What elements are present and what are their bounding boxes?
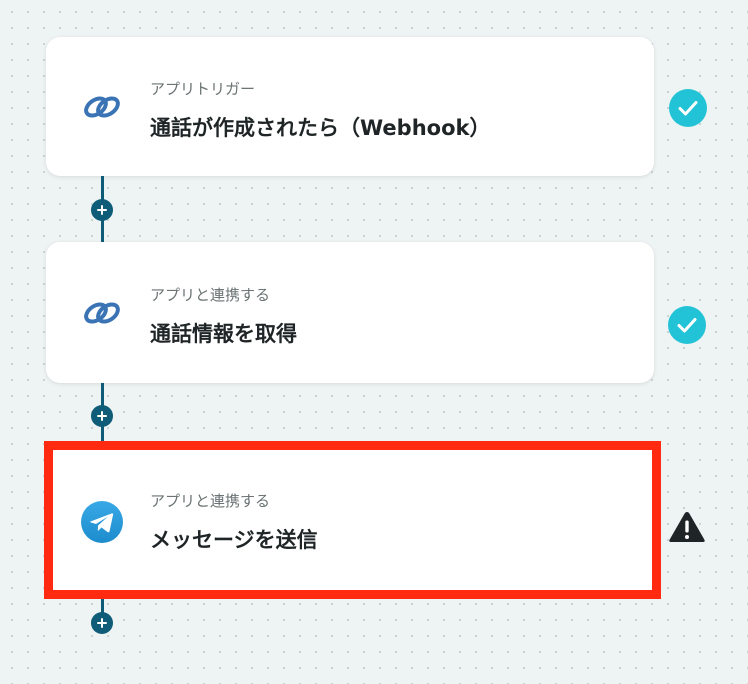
step-title: 通話情報を取得 [150, 322, 297, 346]
step-subtitle: アプリトリガー [150, 80, 256, 98]
telegram-icon [81, 501, 123, 543]
add-step-button[interactable] [91, 199, 113, 221]
step-subtitle: アプリと連携する [150, 492, 271, 510]
add-step-button[interactable] [91, 405, 113, 427]
link-icon [84, 302, 120, 324]
plus-icon [97, 618, 107, 628]
step-subtitle: アプリと連携する [150, 286, 271, 304]
check-icon [669, 89, 707, 127]
plus-icon [97, 411, 107, 421]
warning-icon [669, 512, 705, 542]
step-title: メッセージを送信 [150, 528, 318, 552]
check-icon [668, 306, 706, 344]
step-card-send-message[interactable]: アプリと連携する メッセージを送信 [44, 441, 661, 599]
link-icon [84, 96, 120, 118]
step-card-trigger[interactable]: アプリトリガー 通話が作成されたら（Webhook） [46, 37, 654, 176]
step-card-get-call[interactable]: アプリと連携する 通話情報を取得 [46, 242, 654, 383]
add-step-button[interactable] [91, 612, 113, 634]
plus-icon [97, 205, 107, 215]
connector-line [101, 599, 104, 623]
step-title: 通話が作成されたら（Webhook） [150, 116, 491, 140]
